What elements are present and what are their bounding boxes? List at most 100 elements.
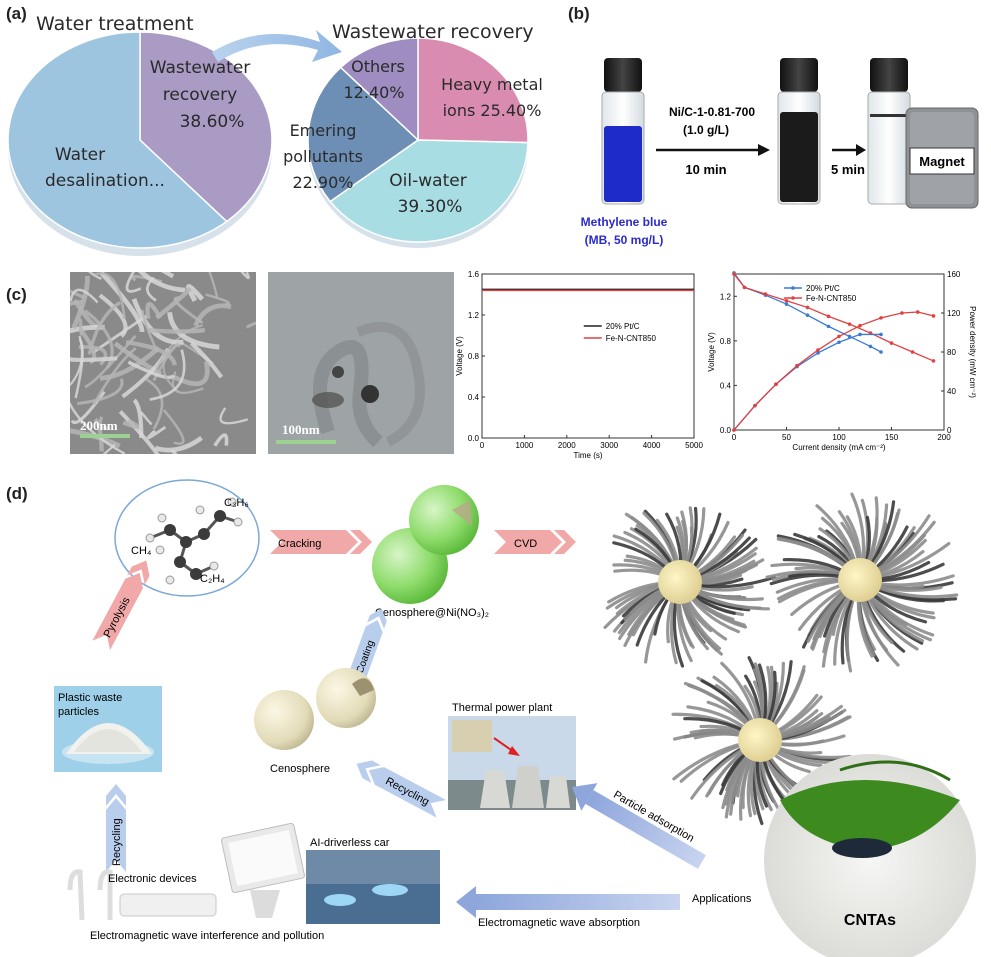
ai-car-label: AI-driverless car (310, 837, 390, 849)
hydrogen-atom (155, 545, 165, 555)
cnt-core (738, 718, 782, 762)
thermal-label: Thermal power plant (452, 702, 552, 714)
data-point (732, 272, 736, 276)
sem-fiber (219, 407, 249, 425)
tem-image: 100nm (268, 272, 454, 454)
sem-image: 200nm (70, 272, 256, 454)
cvd-label: CVD (514, 538, 537, 550)
sem-fiber (132, 398, 144, 438)
sem-fiber (161, 272, 175, 279)
x-tick-label: 5000 (685, 441, 703, 450)
molecules (145, 497, 243, 585)
c3h6-label: C₃H₆ (224, 497, 249, 509)
hydrogen-atom (195, 505, 205, 515)
sem-fiber (148, 327, 206, 334)
sem-fiber (94, 272, 126, 319)
pie-slice (339, 37, 419, 142)
y-tick-label: 0.8 (720, 337, 732, 346)
label-oil-2: 39.30% (398, 197, 463, 217)
sem-fiber (169, 449, 178, 454)
em-absorption-arrow (456, 886, 680, 918)
data-point (858, 323, 862, 328)
green-sphere-2 (409, 485, 479, 555)
sem-fiber (84, 309, 114, 369)
data-point (826, 324, 831, 329)
hydrogen-atom (233, 517, 243, 527)
label-others-2: 12.40% (343, 83, 404, 102)
x-tick-label: 0 (480, 441, 485, 450)
mb-label-2: (MB, 50 mg/L) (585, 233, 664, 247)
tem-scale-label: 100nm (282, 422, 320, 437)
carbon-atom (190, 568, 202, 580)
y-tick-label: 1.2 (468, 311, 480, 320)
sem-scale-label: 200nm (80, 418, 118, 433)
particle-adsorption-arrow: Particle adsorption (572, 783, 706, 869)
sem-fiber (127, 360, 176, 380)
label-emering-1: Emering (290, 121, 357, 140)
y-tick-label: 1.2 (720, 292, 732, 301)
sem-fiber (93, 417, 104, 452)
y-tick-label: 0.0 (720, 426, 732, 435)
right-pie (307, 37, 529, 248)
recycling-label-1: Recycling (111, 818, 123, 866)
data-point (816, 348, 820, 352)
sem-fiber (92, 347, 137, 406)
label-emering-3: 22.90% (292, 173, 353, 192)
molecule-ellipse (114, 479, 260, 597)
hydrogen-atom (145, 533, 155, 543)
sem-fiber (99, 272, 145, 333)
sem-fiber (240, 272, 250, 279)
panel-b-vials: Ni/C-1-0.81-700 (1.0 g/L) 10 min 5 min M… (581, 58, 979, 247)
catalyst-label-2: (1.0 g/L) (683, 123, 729, 137)
data-point (732, 428, 736, 432)
y-tick-label: 1.6 (468, 270, 480, 279)
sem-fiber (131, 298, 184, 345)
mb-label-1: Methylene blue (581, 215, 668, 229)
sem-fiber (145, 301, 162, 320)
label-heavy-1: Heavy metal (441, 75, 543, 94)
panel-label-b: (b) (568, 4, 590, 23)
hydrogen-atom (157, 513, 167, 523)
legend-marker (791, 296, 795, 300)
sem-fiber (154, 435, 203, 453)
right-pie-title: Wastewater recovery (332, 21, 534, 43)
label-wastewater-2: recovery (163, 85, 237, 105)
legend-label: 20% Pt/C (806, 284, 840, 293)
plot-frame (481, 273, 695, 439)
label-wastewater-1: Wastewater (150, 58, 251, 78)
y2-tick-label: 0 (947, 426, 952, 435)
label-wastewater-3: 38.60% (180, 112, 245, 132)
data-point (858, 332, 862, 337)
data-point (816, 351, 820, 355)
sem-fiber (70, 335, 83, 387)
data-point (910, 350, 915, 354)
sem-fiber (155, 286, 192, 320)
data-point (837, 340, 841, 345)
sem-fiber (125, 340, 177, 366)
pie-slice (7, 31, 228, 249)
carbon-atom (198, 528, 210, 540)
sem-fiber (77, 378, 124, 406)
cnt-core (838, 558, 882, 602)
x-axis-label: Current density (mA cm⁻²) (792, 443, 885, 452)
x-tick-label: 100 (832, 433, 846, 442)
data-point (900, 311, 904, 315)
x-tick-label: 0 (732, 433, 737, 442)
catalyst-label-1: Ni/C-1-0.81-700 (669, 105, 755, 119)
data-point (931, 359, 936, 363)
data-point (795, 363, 799, 368)
thermal-plant-image (448, 716, 576, 810)
hydrogen-atom (165, 575, 175, 585)
y-tick-label: 0.0 (468, 434, 480, 443)
hydrogen-atom (209, 561, 219, 571)
data-point (889, 341, 894, 345)
cenosphere-ni-label: Cenosphere@Ni(NO₃)₂ (375, 607, 489, 619)
sem-fiber (186, 284, 205, 302)
x-axis-label: Time (s) (573, 451, 602, 460)
vial-clear (867, 58, 911, 205)
data-point (868, 344, 873, 349)
sem-fiber (137, 272, 186, 293)
sem-fiber (125, 272, 142, 293)
y-axis-label: Voltage (V) (707, 332, 716, 372)
